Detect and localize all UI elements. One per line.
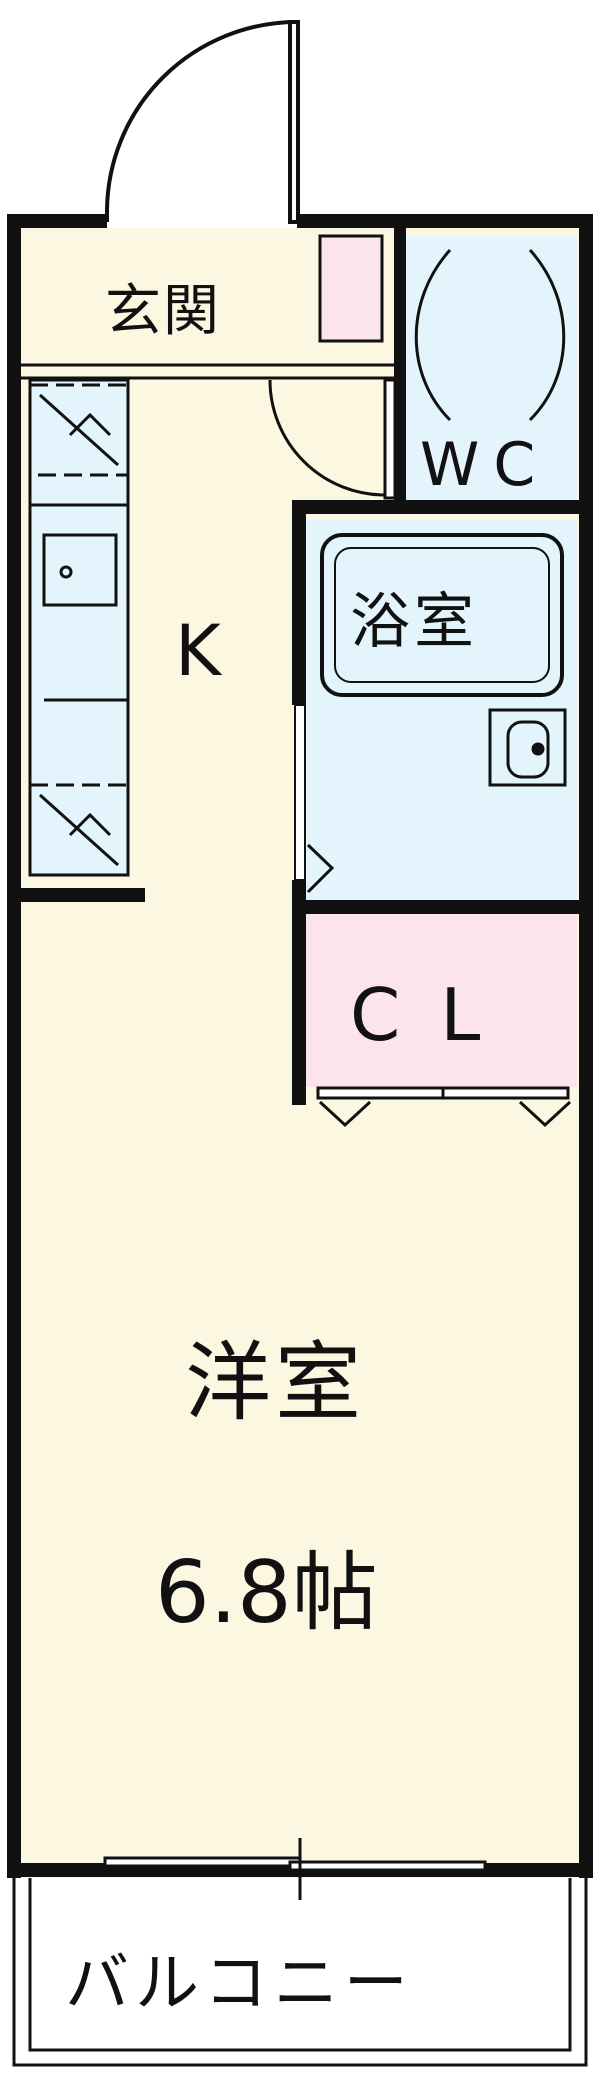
closet-label: CL: [350, 973, 520, 1057]
bath-door-icon: [294, 704, 306, 881]
balcony-window-icon: [103, 1838, 487, 1900]
toilet-area: [405, 236, 577, 501]
balcony-railing: [12, 1878, 588, 2067]
western-room-label: 洋室: [185, 1333, 365, 1433]
washbasin-icon: [488, 708, 567, 787]
balcony-label: バルコニー: [65, 1947, 414, 2021]
fridge-space-icon: [28, 783, 130, 877]
bath-label: 浴室: [350, 587, 478, 657]
interior-walls: [20, 221, 586, 1105]
toilet-icon: [414, 248, 566, 422]
stove-icon: [28, 383, 130, 477]
closet-door-icon: [316, 1086, 572, 1128]
entrance-door-icon: [105, 20, 300, 224]
toilet-label: WC: [420, 430, 549, 500]
shoe-box: [318, 234, 384, 343]
closet-area: [305, 912, 577, 1087]
bathtub-icon: [320, 533, 564, 697]
western-room-size: 6.8帖: [155, 1543, 378, 1643]
sink-icon: [30, 503, 128, 702]
kitchen-counter: [28, 378, 130, 877]
entrance-label: 玄関: [105, 279, 221, 344]
toilet-door-icon: [268, 378, 397, 500]
kitchen-label: K: [175, 610, 223, 692]
